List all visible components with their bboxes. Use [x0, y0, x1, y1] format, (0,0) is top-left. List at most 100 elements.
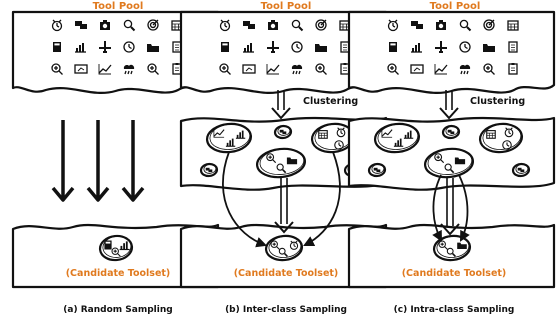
- calendar-icon: [318, 130, 328, 139]
- chat-icon: [373, 167, 381, 173]
- panel-b: [179, 10, 388, 289]
- cluster: [205, 122, 253, 154]
- sampled-toolset-cluster: [98, 234, 134, 262]
- zoom-in-icon: [315, 63, 327, 75]
- magnifier-icon: [291, 19, 304, 32]
- bar-chart-icon: [235, 130, 246, 139]
- sampled-toolset-cluster: [432, 234, 472, 262]
- zoom-in-icon: [434, 153, 445, 164]
- bar-chart-icon: [411, 43, 422, 53]
- slides-icon: [74, 64, 88, 74]
- chat-icon: [517, 167, 525, 173]
- camera-icon: [100, 20, 110, 30]
- panel-b-candidate-label: (Candidate Toolset): [233, 268, 339, 279]
- panel-b-tool-pool-title: Tool Pool: [260, 1, 312, 12]
- alarm-clock-icon: [387, 19, 399, 32]
- panel-a-candidate-label: (Candidate Toolset): [65, 268, 171, 279]
- chat-icon: [75, 21, 87, 29]
- panel-a-caption: (a) Random Sampling: [63, 305, 173, 315]
- calculator-icon: [221, 42, 229, 52]
- slides-icon: [242, 64, 256, 74]
- chat-icon: [411, 21, 423, 29]
- airplane-icon: [99, 41, 111, 53]
- sampling-arrow: [440, 178, 460, 236]
- bar-chart-icon: [393, 138, 404, 147]
- cluster: [373, 122, 421, 154]
- rain-cloud-icon: [459, 64, 471, 75]
- tool-pool-box: [347, 10, 556, 94]
- airplane-icon: [267, 41, 279, 53]
- magnifier-icon: [446, 247, 456, 257]
- zoom-in-icon: [270, 240, 280, 250]
- magnifier-icon: [459, 19, 472, 32]
- target-icon: [147, 19, 159, 31]
- chat-icon: [205, 167, 213, 173]
- sampling-arrow: [222, 151, 268, 248]
- folder-icon: [286, 157, 298, 165]
- sampling-arrow: [121, 120, 145, 202]
- clock-icon: [334, 140, 344, 150]
- panel-a-tool-pool-title: Tool Pool: [92, 1, 144, 12]
- zoom-in-icon: [483, 63, 495, 75]
- sampling-arrow: [432, 174, 443, 242]
- calendar-icon: [486, 130, 496, 139]
- cluster: [310, 122, 356, 154]
- sampled-toolset-cluster: [264, 234, 304, 262]
- zoom-in-icon: [438, 240, 448, 250]
- line-chart-icon: [213, 128, 225, 138]
- alarm-clock-icon: [336, 127, 346, 138]
- bar-chart-icon: [243, 43, 254, 53]
- folder-icon: [483, 44, 495, 52]
- clock-icon: [291, 41, 303, 53]
- panel-c-candidate-label: (Candidate Toolset): [401, 268, 507, 279]
- alarm-clock-icon: [289, 240, 299, 250]
- sampling-arrow: [303, 151, 341, 246]
- folder-icon: [454, 157, 466, 165]
- sampling-arrow: [86, 120, 110, 202]
- zoom-in-icon: [51, 63, 63, 75]
- rain-cloud-icon: [123, 64, 135, 75]
- line-chart-icon: [381, 128, 393, 138]
- airplane-icon: [435, 41, 447, 53]
- line-chart-icon: [98, 64, 112, 75]
- target-icon: [315, 19, 327, 31]
- clustering-arrow: [439, 90, 459, 120]
- cluster: [423, 147, 475, 179]
- cluster: [478, 122, 524, 154]
- rain-cloud-icon: [291, 64, 303, 75]
- camera-icon: [436, 20, 446, 30]
- calculator-icon: [389, 42, 397, 52]
- calculator-icon: [53, 42, 61, 52]
- clock-icon: [459, 41, 471, 53]
- clock-icon: [502, 140, 512, 150]
- alarm-clock-icon: [51, 19, 63, 32]
- calendar-icon: [507, 20, 519, 31]
- magnifier-icon: [123, 19, 136, 32]
- panel-c: [347, 10, 556, 289]
- bar-chart-icon: [119, 241, 130, 251]
- zoom-in-icon: [219, 63, 231, 75]
- zoom-in-icon: [266, 153, 277, 164]
- clipboard-icon: [508, 63, 518, 75]
- chat-icon: [243, 21, 255, 29]
- clock-icon: [123, 41, 135, 53]
- magnifier-icon: [444, 163, 455, 174]
- folder-icon: [315, 44, 327, 52]
- bar-chart-icon: [225, 138, 236, 147]
- sampling-arrow: [458, 174, 470, 242]
- clustering-arrow: [271, 90, 291, 120]
- folder-icon: [457, 242, 467, 249]
- alarm-clock-icon: [504, 127, 514, 138]
- line-chart-icon: [266, 64, 280, 75]
- document-icon: [508, 41, 518, 53]
- target-icon: [483, 19, 495, 31]
- alarm-clock-icon: [219, 19, 231, 32]
- bar-chart-icon: [403, 130, 414, 139]
- panel-b-clustering-label: Clustering: [303, 96, 359, 107]
- panel-c-tool-pool-title: Tool Pool: [429, 1, 481, 12]
- zoom-in-icon: [147, 63, 159, 75]
- panel-b-caption: (b) Inter-class Sampling: [225, 305, 347, 315]
- panel-a: [11, 10, 220, 289]
- cluster: [255, 147, 307, 179]
